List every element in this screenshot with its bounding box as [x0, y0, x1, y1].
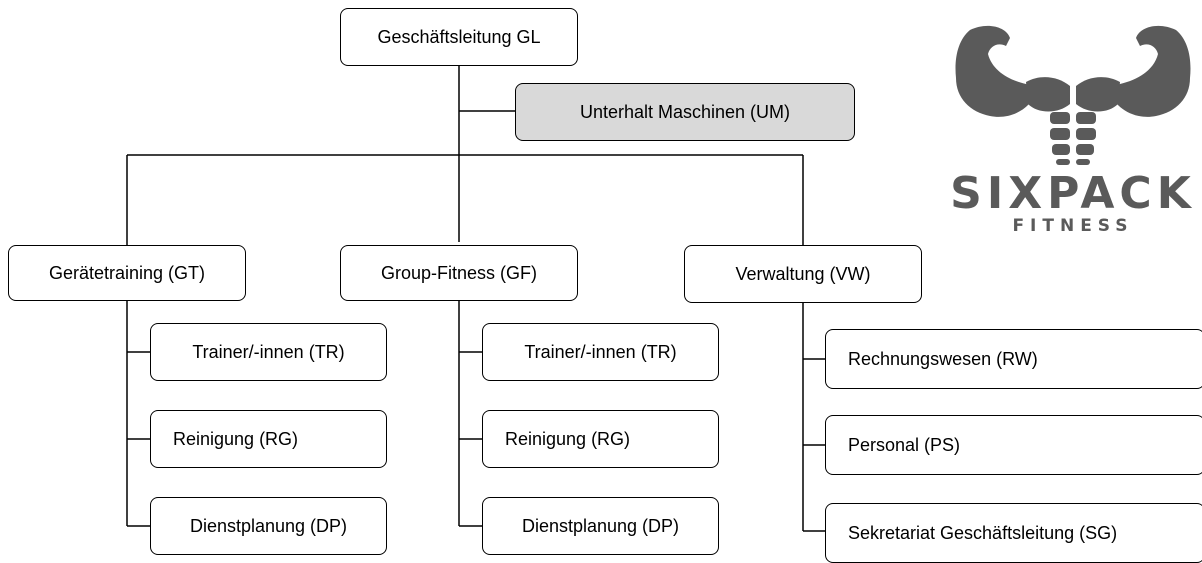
- logo-wordmark: SIXPACK: [950, 168, 1196, 219]
- node-geraetetraining: Gerätetraining (GT): [8, 245, 246, 301]
- node-label: Verwaltung (VW): [735, 263, 871, 284]
- node-label: Geschäftsleitung GL: [377, 26, 541, 47]
- muscle-logo-icon: [955, 25, 1191, 165]
- node-label: Trainer/-innen (TR): [192, 341, 345, 362]
- node-gt-reinigung: Reinigung (RG): [150, 410, 387, 468]
- node-label: Trainer/-innen (TR): [524, 341, 677, 362]
- node-gt-dienstplanung: Dienstplanung (DP): [150, 497, 387, 555]
- node-geschaeftsleitung: Geschäftsleitung GL: [340, 8, 578, 66]
- node-gf-reinigung: Reinigung (RG): [482, 410, 719, 468]
- node-label: Reinigung (RG): [173, 428, 299, 449]
- node-label: Group-Fitness (GF): [380, 262, 538, 283]
- node-unterhalt-maschinen: Unterhalt Maschinen (UM): [515, 83, 855, 141]
- node-label: Rechnungswesen (RW): [848, 348, 1038, 369]
- node-vw-sekretariat: Sekretariat Geschäftsleitung (SG): [825, 503, 1202, 563]
- node-label: Sekretariat Geschäftsleitung (SG): [848, 522, 1118, 543]
- node-label: Dienstplanung (DP): [189, 515, 348, 536]
- node-gf-trainer: Trainer/-innen (TR): [482, 323, 719, 381]
- logo-subtitle: FITNESS: [1012, 216, 1134, 236]
- node-gf-dienstplanung: Dienstplanung (DP): [482, 497, 719, 555]
- node-verwaltung: Verwaltung (VW): [684, 245, 922, 303]
- node-label: Dienstplanung (DP): [521, 515, 680, 536]
- node-label: Reinigung (RG): [505, 428, 631, 449]
- node-gt-trainer: Trainer/-innen (TR): [150, 323, 387, 381]
- node-label: Gerätetraining (GT): [48, 262, 206, 283]
- node-vw-rechnungswesen: Rechnungswesen (RW): [825, 329, 1202, 389]
- node-group-fitness: Group-Fitness (GF): [340, 245, 578, 301]
- node-label: Personal (PS): [848, 434, 961, 455]
- node-label: Unterhalt Maschinen (UM): [579, 101, 791, 122]
- node-vw-personal: Personal (PS): [825, 415, 1202, 475]
